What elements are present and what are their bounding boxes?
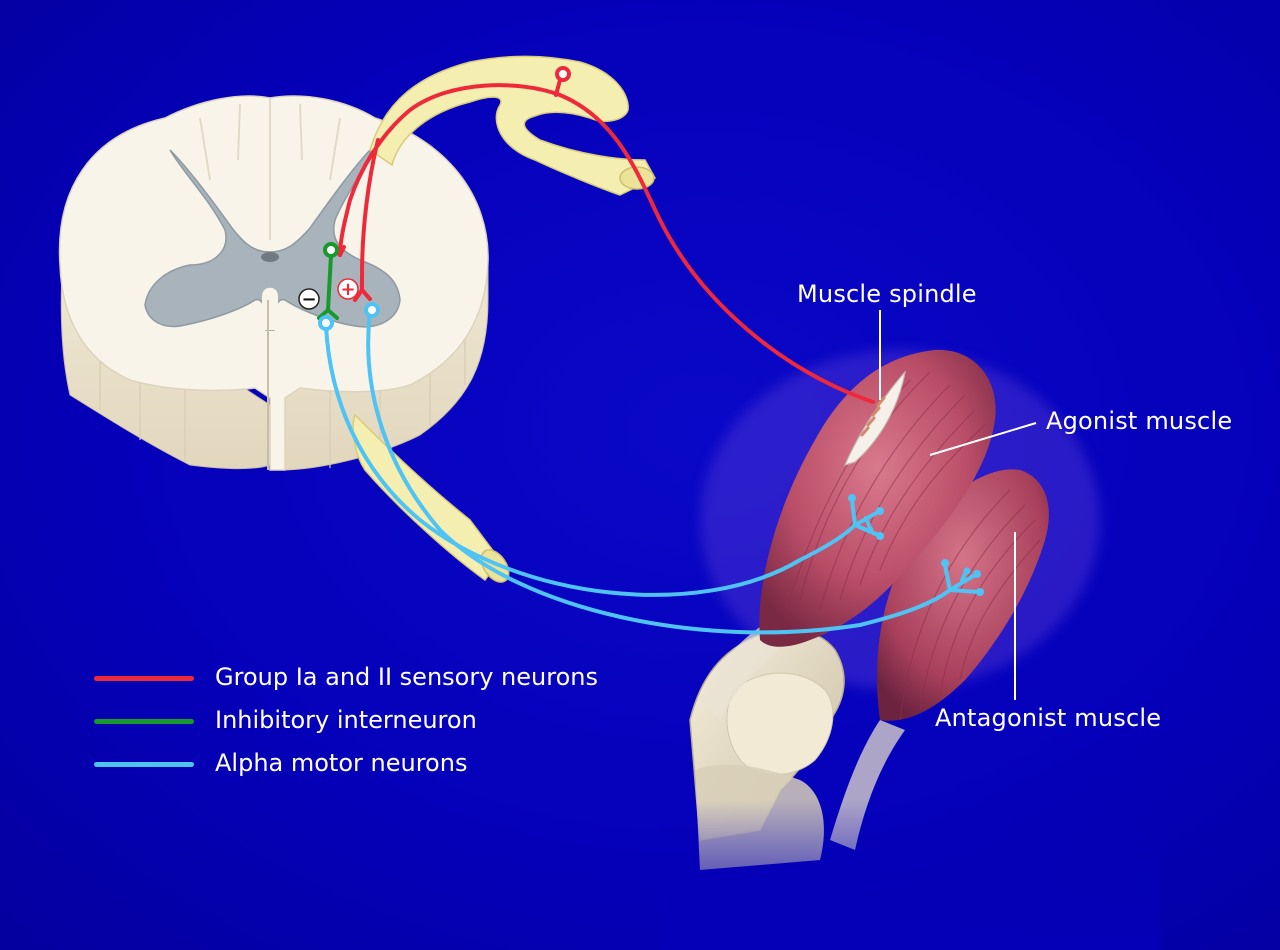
minus-sign: − xyxy=(301,289,316,310)
legend-label: Alpha motor neurons xyxy=(215,749,468,777)
legend-label: Group Ia and II sensory neurons xyxy=(215,663,598,691)
motor-neuron-pathways xyxy=(324,310,980,635)
sensory-neuron-pathway xyxy=(330,78,875,404)
agonist-muscle-label: Agonist muscle xyxy=(1046,407,1233,435)
legend-swatch-blue xyxy=(94,762,194,767)
callout-lines xyxy=(879,310,1037,700)
legend-swatch-green xyxy=(94,719,194,724)
dorsal-root-ganglion xyxy=(369,55,657,196)
legend-label: Inhibitory interneuron xyxy=(215,706,477,734)
spinal-cord xyxy=(58,95,489,471)
excitatory-synapse-badge: + xyxy=(337,278,359,300)
motor-end-plates xyxy=(848,494,984,596)
muscle-spindle-label: Muscle spindle xyxy=(797,280,977,308)
antagonist-muscle-label: Antagonist muscle xyxy=(935,704,1162,732)
agonist-leader-line xyxy=(929,422,1037,456)
plus-sign: + xyxy=(340,279,355,300)
sensory-neuron-cell-body xyxy=(555,66,571,82)
legend-swatch-red xyxy=(94,676,194,681)
inhibitory-synapse-badge: − xyxy=(298,288,320,310)
interneuron-pathway xyxy=(317,253,339,320)
leg-anatomy xyxy=(660,349,1160,950)
interneuron-cell-body xyxy=(323,242,339,258)
motor-neuron-cell-body-agonist xyxy=(364,302,380,318)
motor-neuron-cell-body-antagonist xyxy=(318,315,334,331)
